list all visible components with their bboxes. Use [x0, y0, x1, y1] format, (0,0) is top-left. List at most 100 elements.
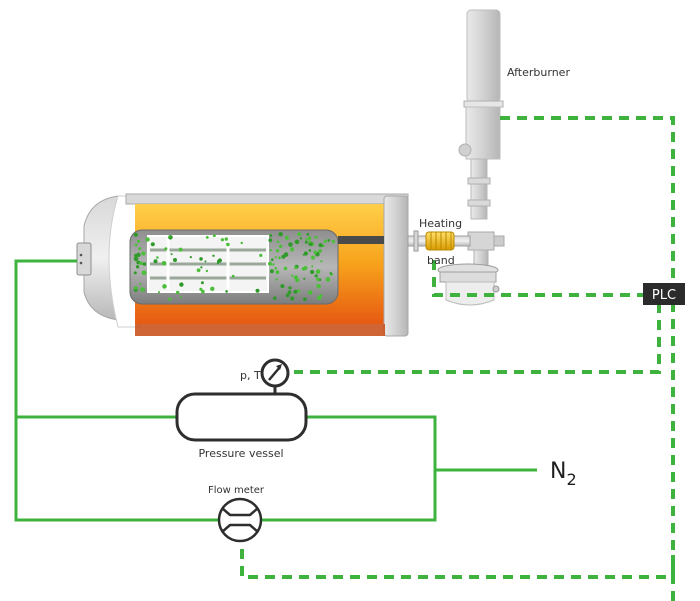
catalyst-particle	[156, 256, 159, 259]
collector-clamp	[439, 271, 497, 283]
catalyst-particle	[173, 258, 177, 262]
afterburner-pipe	[470, 158, 488, 220]
catalyst-particle	[168, 235, 173, 240]
gauge-icon	[260, 358, 290, 388]
catalyst-particle	[205, 236, 209, 239]
signal-heating-band	[432, 260, 643, 297]
catalyst-particle	[178, 247, 183, 252]
catalyst-particle	[139, 282, 142, 286]
catalyst-particle	[162, 284, 167, 289]
catalyst-particle	[176, 290, 180, 295]
catalyst-particle	[139, 261, 143, 266]
catalyst-particle	[133, 256, 139, 262]
catalyst-particle	[220, 238, 224, 242]
catalyst-particle	[196, 268, 201, 273]
drive-shaft	[338, 236, 384, 244]
catalyst-particle	[210, 286, 215, 291]
catalyst-particle	[141, 251, 146, 256]
catalyst-particle	[179, 282, 184, 287]
catalyst-particle	[138, 247, 142, 251]
catalyst-particle	[133, 232, 138, 237]
catalyst-particle	[311, 255, 315, 260]
heating-band-label-line2: band	[427, 254, 455, 267]
cross-fitting	[467, 231, 495, 251]
catalyst-particle	[157, 291, 161, 294]
n2-supply: N2	[550, 459, 577, 489]
catalyst-particle	[290, 296, 295, 301]
pressure-vessel-label: Pressure vessel	[198, 447, 283, 460]
afterburner-stack	[466, 9, 501, 103]
catalyst-particle	[255, 288, 260, 293]
catalyst-particle	[134, 243, 138, 247]
afterburner-flange	[463, 100, 504, 108]
catalyst-particle	[199, 257, 203, 261]
reactor-furnace	[76, 193, 409, 337]
catalyst-particle	[200, 281, 204, 285]
flow-meter-label: Flow meter	[208, 485, 265, 496]
catalyst-particle	[316, 277, 320, 282]
catalyst-particle	[275, 278, 278, 281]
sample-rack	[147, 235, 269, 293]
catalyst-particle	[135, 265, 140, 269]
catalyst-particle	[259, 253, 263, 257]
catalyst-particle	[316, 284, 321, 289]
catalyst-particle	[137, 239, 141, 243]
catalyst-particle	[317, 295, 322, 301]
heating-band-label-line1: Heating	[419, 217, 462, 230]
catalyst-particle	[161, 261, 167, 266]
pressure-vessel: p, T Pressure vessel	[175, 358, 308, 460]
catalyst-particle	[327, 239, 331, 242]
catalyst-particle	[293, 275, 298, 280]
gas-piping	[14, 259, 537, 522]
furnace-end-plate	[383, 195, 409, 337]
catalyst-particle	[269, 249, 273, 252]
signal-afterburner	[500, 116, 675, 601]
catalyst-particle	[308, 240, 312, 244]
catalyst-particle	[318, 243, 323, 248]
catalyst-particle	[303, 277, 306, 280]
catalyst-particle	[303, 251, 308, 256]
catalyst-particle	[153, 259, 158, 264]
flow-meter: Flow meter	[208, 485, 265, 543]
catalyst-particle	[205, 269, 209, 273]
catalyst-particle	[276, 240, 280, 244]
catalyst-particle	[283, 266, 288, 271]
catalyst-particle	[290, 249, 294, 252]
n2-label: N2	[550, 459, 577, 489]
catalyst-particle	[189, 256, 192, 259]
catalyst-particle	[308, 249, 312, 252]
n2-label-subscript: 2	[566, 470, 576, 489]
catalyst-particle	[294, 239, 300, 245]
plc-box	[643, 283, 685, 305]
cross-fitting-stub	[493, 235, 505, 247]
catalyst-particle	[285, 293, 290, 298]
catalyst-particle	[291, 274, 294, 277]
catalyst-particle	[212, 254, 215, 257]
catalyst-particle	[274, 267, 278, 270]
catalyst-particle	[273, 296, 277, 301]
plc-label: PLC	[652, 288, 676, 303]
catalyst-particle	[231, 274, 235, 278]
catalyst-particle	[305, 238, 308, 241]
catalyst-particle	[142, 262, 147, 266]
furnace-shell-top	[125, 193, 409, 205]
catalyst-particle	[133, 271, 137, 275]
catalyst-particle	[201, 289, 205, 294]
catalyst-particle	[168, 235, 171, 238]
catalyst-particle	[311, 265, 314, 268]
catalyst-particle	[272, 263, 275, 266]
catalyst-particle	[279, 244, 283, 248]
catalyst-particle	[280, 284, 285, 289]
catalyst-particles	[133, 232, 336, 302]
signal-flow-meter	[240, 549, 675, 579]
cross-fitting-down	[473, 249, 489, 267]
catalyst-particle	[323, 239, 328, 243]
catalyst-particle	[294, 266, 298, 270]
catalyst-particle	[224, 237, 228, 241]
catalyst-particle	[329, 272, 332, 275]
clamp-screw	[492, 285, 500, 293]
catalyst-particle	[287, 290, 292, 295]
catalyst-particle	[268, 261, 272, 266]
catalyst-particle	[314, 274, 318, 278]
